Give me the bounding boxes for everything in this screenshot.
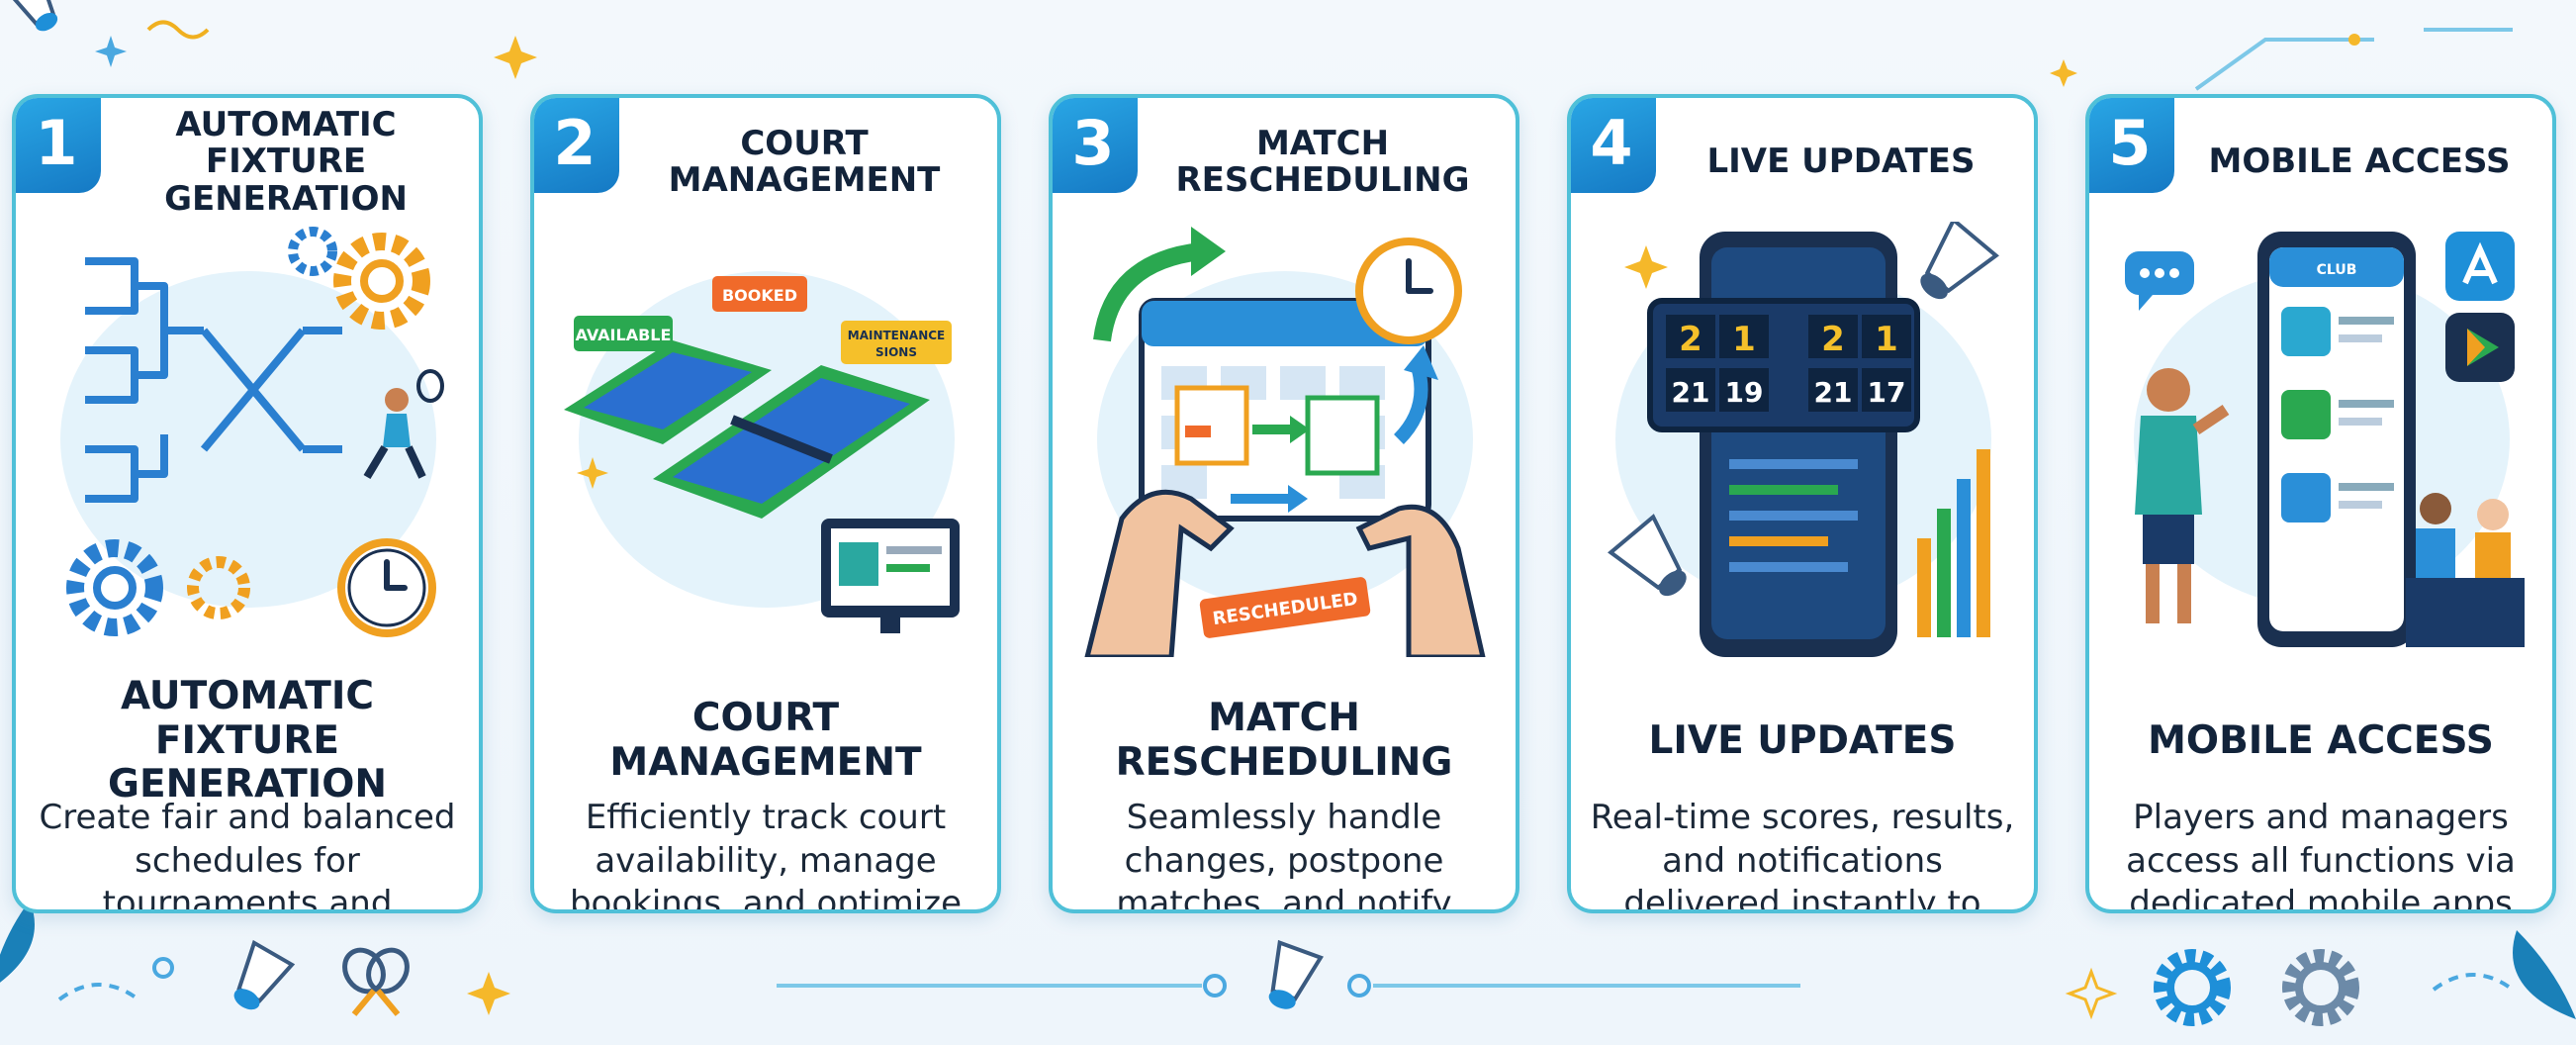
shuttlecock-icon: [6, 0, 58, 32]
maintenance-label: MAINTENANCE: [848, 329, 946, 342]
card-title: MOBILE ACCESS: [2148, 717, 2494, 763]
app-header-label: CLUB: [2317, 262, 2357, 278]
sparkle-icon: [1624, 245, 1668, 289]
sparkle-icon: [95, 36, 127, 67]
feature-card-fixture-generation: 1 AUTOMATIC FIXTURE GENERATION: [12, 94, 483, 913]
booked-label: BOOKED: [722, 286, 797, 305]
player-figure: [2135, 368, 2230, 623]
card-title: MATCH RESCHEDULING: [1115, 696, 1453, 785]
gear-icon: [2282, 949, 2359, 1026]
step-number-badge: 2: [534, 98, 619, 193]
card-header-title: LIVE UPDATES: [1706, 142, 1976, 182]
sparkle-icon: [577, 457, 608, 489]
card-header-title: COURT MANAGEMENT: [668, 123, 941, 200]
sparkle-icon: [2050, 59, 2077, 87]
shuttlecock-icon: [1268, 939, 1324, 1009]
sparkle-icon: [467, 972, 510, 1015]
shuttlecock-icon: [1608, 514, 1687, 597]
gear-icon: [333, 233, 430, 330]
feature-card-court-management: 2 COURT MANAGEMENT AVAILABLE BOOKED MAIN…: [530, 94, 1001, 913]
step-number-badge: 1: [16, 98, 101, 193]
set-score: 2: [1821, 320, 1845, 359]
feature-card-match-rescheduling: 3 MATCH RESCHEDULING RESCHEDULED MA: [1049, 94, 1519, 913]
game-score: 21: [1672, 376, 1710, 409]
mobile-access-illustration: CLUB: [2125, 232, 2525, 647]
bar-chart-icon: [1917, 449, 1990, 637]
card-header-title: MATCH RESCHEDULING: [1175, 123, 1470, 200]
clock-icon: [337, 538, 436, 637]
gear-icon: [2154, 949, 2231, 1026]
available-tag: [574, 316, 673, 351]
card-header-title: AUTOMATIC FIXTURE GENERATION: [164, 104, 408, 219]
gear-icon: [66, 539, 163, 636]
chat-bubble-icon: [2125, 251, 2194, 311]
clock-icon: [1355, 238, 1462, 344]
maintenance-tag: [841, 321, 952, 364]
card-description: Real-time scores, results, and notificat…: [1590, 798, 2015, 913]
step-number-badge: 4: [1571, 98, 1656, 193]
card-description: Efficiently track court availability, ma…: [569, 798, 963, 913]
card-header-title: MOBILE ACCESS: [2208, 142, 2511, 182]
set-score: 1: [1732, 320, 1756, 359]
sparkle-icon: [2065, 967, 2118, 1020]
card-title: AUTOMATIC FIXTURE GENERATION: [107, 673, 388, 808]
step-number-badge: 5: [2089, 98, 2174, 193]
card-description: Players and managers access all function…: [2126, 798, 2516, 913]
app-store-icon: [2445, 232, 2515, 301]
maintenance-label-2: SIONS: [875, 345, 917, 359]
rescheduled-tag: [1199, 577, 1371, 638]
booked-tag: [712, 276, 807, 312]
rescheduling-illustration: RESCHEDULED: [1084, 227, 1486, 657]
racket-icon: [342, 947, 410, 1016]
card-title: COURT MANAGEMENT: [609, 696, 922, 785]
court-management-illustration: AVAILABLE BOOKED MAINTENANCE SIONS: [564, 271, 960, 633]
set-score: 2: [1679, 320, 1702, 359]
smartphone-icon: [2257, 232, 2416, 647]
smartphone-icon: [1700, 232, 1897, 657]
gear-icon: [288, 227, 337, 276]
available-label: AVAILABLE: [576, 326, 672, 344]
gear-icon: [187, 556, 250, 619]
game-score: 17: [1868, 376, 1906, 409]
card-description: Create fair and balanced schedules for t…: [39, 798, 456, 913]
game-score: 21: [1814, 376, 1853, 409]
monitor-icon: [821, 519, 960, 633]
shuttlecock-icon: [233, 939, 296, 1010]
feature-card-live-updates: 4 LIVE UPDATES 2 1 2 1 21 19 21 17: [1567, 94, 2038, 913]
play-store-icon: [2445, 313, 2515, 382]
live-scoreboard-illustration: 2 1 2 1 21 19 21 17: [1608, 222, 1999, 657]
card-title: LIVE UPDATES: [1648, 717, 1957, 763]
feature-card-mobile-access: 5 MOBILE ACCESS CLUB: [2085, 94, 2556, 913]
set-score: 1: [1875, 320, 1898, 359]
step-number-badge: 3: [1053, 98, 1138, 193]
fixture-bracket-illustration: [60, 227, 444, 637]
game-score: 19: [1725, 376, 1764, 409]
shuttlecock-icon: [1920, 222, 1999, 300]
player-figure: [363, 369, 444, 480]
seated-users: [2406, 493, 2525, 647]
sparkle-icon: [494, 36, 537, 79]
card-description: Seamlessly handle changes, postpone matc…: [1116, 798, 1452, 913]
